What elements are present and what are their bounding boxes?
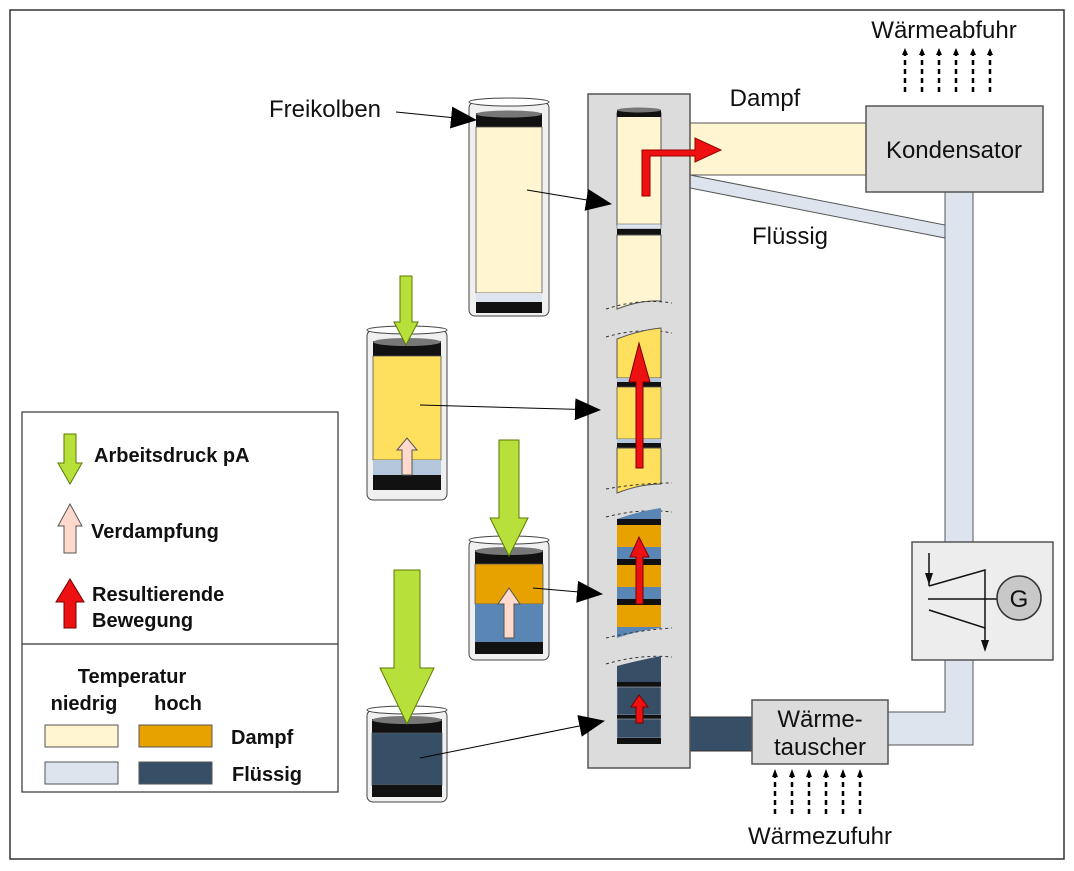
waermetauscher-box: [751, 699, 889, 765]
cylinder-4: [366, 705, 448, 803]
pressure-arrow-icon-3: [489, 439, 529, 558]
fluessig-pipe-label: Flüssig: [752, 223, 828, 250]
cylinder-1: [468, 97, 550, 317]
legend-temperature-title: Temperatur: [78, 666, 187, 688]
freikolben-pointer: [395, 106, 477, 129]
heat-in-arrows: [773, 776, 862, 814]
waermetauscher-label-2: tauscher: [774, 734, 866, 761]
legend-motion-label-2: Bewegung: [92, 610, 193, 632]
turbine-inlet-arrow-icon: [925, 573, 933, 585]
legend-high-label: hoch: [154, 693, 202, 715]
waermetauscher-label-1: Wärme-: [777, 706, 862, 733]
heat-out-arrows: [903, 53, 992, 92]
turbine-outlet-arrow-icon: [981, 640, 989, 652]
legend-pressure-icon: [57, 433, 83, 486]
legend-swatch-vapor-high: [138, 724, 213, 748]
legend-swatch-vapor-low: [44, 724, 119, 748]
motion-arrow-icon-2: [628, 341, 651, 469]
cylinder-3-pointer: [532, 580, 603, 603]
motion-arrow-icon-4: [630, 694, 649, 724]
legend-liquid-label: Flüssig: [232, 764, 302, 786]
legend-swatch-liquid-high: [138, 761, 213, 785]
dampf-pipe-label: Dampf: [730, 85, 801, 112]
cylinder-1-pointer: [526, 189, 612, 211]
generator-label: G: [1010, 586, 1029, 613]
motion-arrow-icon-3: [629, 535, 650, 605]
legend-vapor-label: Dampf: [231, 727, 294, 749]
legend-evaporation-icon: [57, 502, 83, 554]
legend-low-label: niedrig: [51, 693, 118, 715]
legend-pressure-label: Arbeitsdruck pA: [94, 445, 250, 467]
evaporation-arrow-icon-2: [395, 437, 419, 476]
cylinder-2-pointer: [419, 398, 601, 421]
legend-motion-label-1: Resultierende: [92, 584, 224, 606]
waermeabfuhr-label: Wärmeabfuhr: [871, 17, 1016, 44]
column-segment-1: [605, 107, 673, 338]
exit-arrow-icon: [641, 137, 723, 197]
hot-liquid-pipe: [689, 716, 755, 752]
generator-icon: [996, 575, 1042, 621]
kondensator-label: Kondensator: [886, 137, 1022, 164]
evaporation-arrow-icon-3: [497, 587, 521, 639]
pressure-arrow-icon-2-top: [393, 275, 419, 347]
pressure-arrow-icon-4: [379, 569, 435, 726]
condensate-pipe-vertical: [944, 191, 974, 543]
waermezufuhr-label: Wärmezufuhr: [748, 823, 892, 850]
kondensator-box: [865, 105, 1044, 193]
heat-out-arrowheads: [902, 48, 993, 55]
legend-motion-icon: [55, 578, 85, 629]
heat-in-arrowheads: [772, 769, 863, 777]
cylinder-4-pointer: [419, 715, 605, 759]
freikolben-label: Freikolben: [269, 96, 381, 123]
legend-evaporation-label: Verdampfung: [91, 521, 219, 543]
legend-swatch-liquid-low: [44, 761, 119, 785]
